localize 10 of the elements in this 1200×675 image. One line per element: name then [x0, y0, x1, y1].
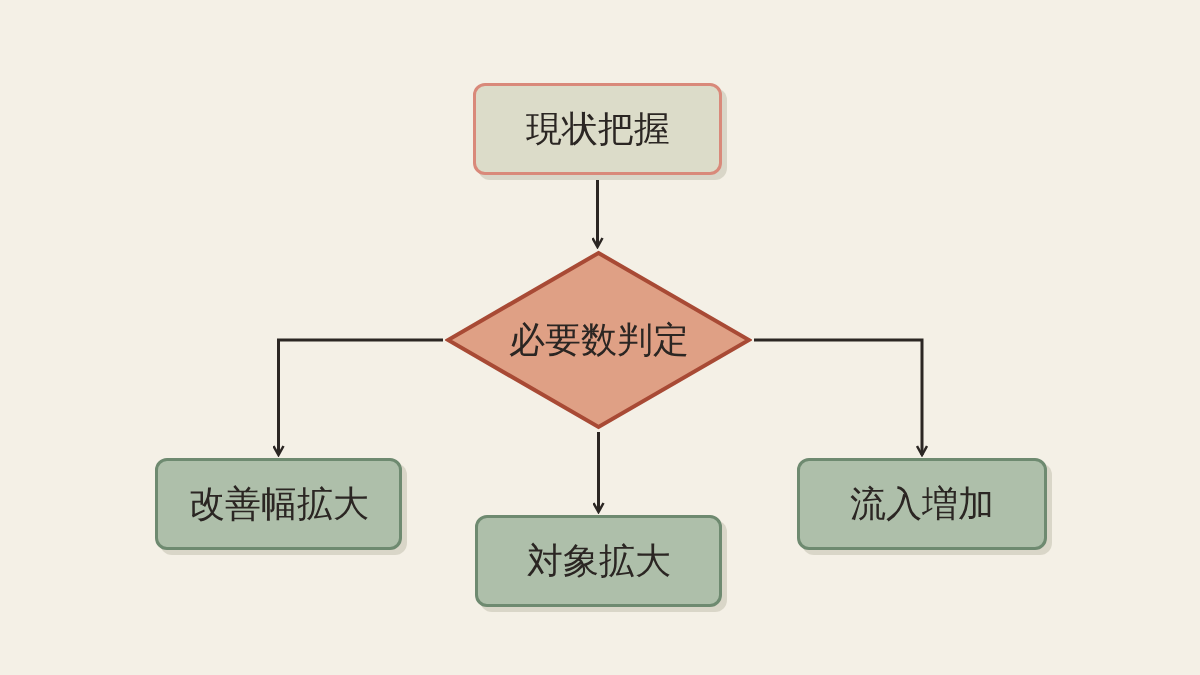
arrow: [592, 432, 605, 514]
node-label: 必要数判定: [508, 317, 689, 362]
node-label: 対象拡大: [526, 538, 671, 583]
node-label: 流入増加: [850, 481, 994, 526]
node-label: 現状把握: [525, 106, 670, 151]
decision-diamond: [445, 250, 752, 430]
node-label: 改善幅拡大: [188, 481, 369, 526]
arrow: [591, 177, 604, 249]
arrow: [272, 338, 443, 457]
arrow: [754, 338, 929, 457]
